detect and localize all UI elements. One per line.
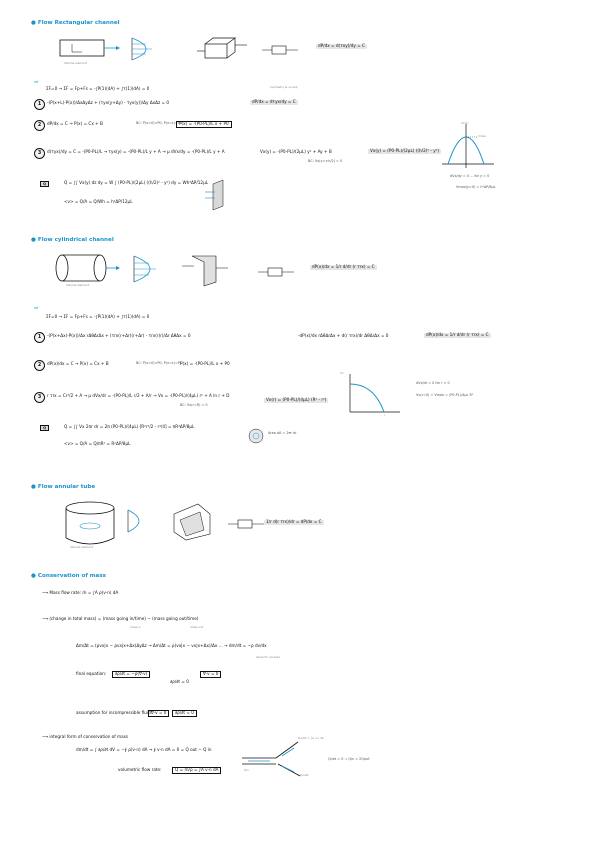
cyl-v-equation: <v> = Q/A = Q/πR² = R²ΔP/8μL [64,441,131,446]
rect-plot-label: Vx(y) [461,121,469,125]
cyl-side-vmax: Vx(r=0) = Vmax = (P0-PL)/4μL R² [416,393,474,397]
cyl-step1: -(P(x+Δx)-P(x))/Δx rΔθΔrΔx + (τrx(r+Δr)(… [47,333,191,338]
slit-governing-equation: 1/r d(r τrx)/dr = dP/dx = C [264,519,324,525]
rect-side-note: dVx/dy = 0 ... for y = 0 [450,174,490,178]
mass-branch-out2: Qout2 [300,773,309,777]
cyl-channel-diagram [55,254,120,282]
mass-eq1: Δm/Δt = (ρvx|x − ρvx|x+Δx)ΔyΔz → Δm/Δt =… [76,643,267,648]
mass-branch-diagram [242,741,301,777]
slit-stress-element [228,519,264,529]
rect-element-cube [197,37,247,59]
rect-plot-vmax: Vmax [478,134,487,138]
rect-step3: d(τyx)/dy = C = -(P0-PL)/L → τyx(y) = -(… [47,149,225,154]
mass-out-label: mass out [190,625,203,629]
cyl-step2-result: P(x) = -(P0-PL)/L x + P0 [180,361,230,366]
cyl-step2: dP(x)/dx = C → P(x) = Cx + B [47,361,109,366]
section-title-mass: ●Conservation of mass [31,573,106,579]
mass-branch-equation: Qnet = 0 ⇒ Qin = ΣQout [328,757,370,761]
rect-volume-label: Volume element [64,61,87,65]
rect-q-equation: Q = ∫∫ Vx(y) dz dy = W ∫ (P0-PL)/(2μL) (… [64,180,209,185]
rect-step3-number: 3 [34,148,45,159]
bullet-icon: ● [31,484,36,490]
rect-step0-tag: ref [34,80,39,84]
rect-step1-result: dP/dx = dτyx/dy = C [250,99,298,105]
mass-volumetric-label: volumetric flow rate: [118,767,162,772]
rect-velocity-profile [131,37,152,61]
slit-cylinder-diagram [65,501,115,545]
mass-final-mid: ∂ρ/∂t = 0 [170,679,189,684]
cyl-stress-element [258,267,294,277]
rect-side-vmax: Vmax(y=0) = h²ΔP/8μL [456,185,496,189]
mass-branch-in: Qin [244,768,249,772]
cyl-velocity-profile [133,255,156,283]
slit-element-diagram [173,503,211,541]
rect-step2-bc: BC: P(x=0)=P0, P(x=L)=PL [136,121,182,125]
slit-volume-label: Volume element [70,545,93,549]
mass-final-equation: ∂ρ/∂t = −ρ(∇·v) [112,671,151,678]
rect-stress-element [262,45,298,55]
cyl-flow-area-icon [248,428,264,444]
bullet-icon: ● [31,20,36,26]
rect-step2: dP/dx = C → P(x) = Cx + B [47,121,103,126]
rect-governing-equation: dP/dx = d(τxy)/dy = C [316,43,367,49]
rect-step1: -(P(x+L)-P(x))/ΔxΔyΔz + (τyx(y+Δy) - τyx… [47,100,170,105]
mass-incompressible-label: assumption for incompressible fluid: [76,710,153,715]
cyl-step1-result: dP(x)/dx = 1/r d/dr (r τrx) = C [424,332,491,338]
rect-step0: ΣF=0 → ΣF = Fp+Fs = -∫P(1)(dA) + ∫τ(1)(d… [46,86,150,91]
rect-channel-diagram [59,39,120,57]
rect-flow-plane-icon [205,179,224,211]
rect-step3-mid: Vx(y) = -(P0-PL)/(2μL) y² + Ay + B [260,149,332,154]
cyl-step3-result: Vx(r) = (P0-PL)/(4μL) (R² - r²) [264,397,329,403]
mass-flow-rate: ⟶ Mass flow rate: ṁ = ∫A ρ(v·n) dA [42,590,119,595]
section-title-slit: ●Flow annular tube [31,484,96,490]
bullet-icon: ● [31,237,36,243]
rect-step3-bc: BC: Vx(y=±h/2) = 0 [308,159,343,163]
rect-step2-result: P(x) = -(P0-PL)/L x + P0 [176,121,232,128]
section-title-cyl: ●Flow cylindrical channel [31,237,114,243]
cyl-plot-y: Vx [340,371,344,375]
mass-eq1-note: same for all axes [256,655,280,659]
cyl-velocity-plot [349,374,400,413]
cyl-step1-number: 1 [34,332,45,343]
cyl-q-label: Q [40,425,50,431]
rect-step2-number: 2 [34,120,45,131]
rect-q-label: Q [40,181,50,187]
rect-step1-number: 1 [34,99,45,110]
mass-volumetric-equation: Q = ṁ/ρ = ∫A v·n dA [172,767,222,774]
rect-note: symmetry & no-slip [270,85,298,89]
cyl-volume-label: Volume element [66,283,89,287]
mass-final-result: ∇·v = 0 [200,671,222,678]
cyl-step2-bc: BC: P(x=0)=P0, P(x=L)=PL [136,361,182,365]
cyl-step2-number: 2 [34,360,45,371]
cyl-step0: ΣF=0 → ΣF = Fp+Fs = -∫P(1)(dA) + ∫τ(1)(d… [46,314,150,319]
mass-integral-label: ⟶ integral form of conservation of mass [42,734,129,739]
cyl-step1-mid: -dP(x)/dx rΔθΔrΔx + d(r τrx)/dr ΔθΔrΔx =… [298,333,389,338]
section-title-rect: ●Flow Rectangular channel [31,20,120,26]
bullet-icon: ● [31,573,36,579]
mass-balance-statement: ⟶ (change in total mass) = (mass going i… [42,616,199,621]
cyl-governing-equation: dP(x)/dx = 1/r d/dr (r τrx) = C [310,264,377,270]
mass-in-label: mass in [130,625,141,629]
rect-step3-result: Vx(y) = (P0-PL)/(2μL) ((h/2)² - y²) [368,148,442,154]
mass-final-label: final equation: [76,671,107,676]
cyl-plot-x: r [384,413,386,417]
mass-integral-equation: dm/dt = ∫ ∂ρ/∂t dV = −∮ ρ(v·n) dA → ∮ v·… [76,747,212,752]
rect-velocity-plot [442,124,494,168]
cyl-step3-number: 3 [34,392,45,403]
cyl-q-equation: Q = ∫∫ Vx 2πr dr = 2π (P0-PL)/(4μL) [R²r… [64,424,195,429]
cyl-step0-tag: ref [34,306,39,310]
mass-incompressible-2: ∂ρ/∂t = 0 [172,710,197,717]
cyl-step3: r τrx = Cr²/2 + A → μ dVx/dr = -(P0-PL)/… [47,393,230,398]
mass-incompressible-1: ∇·v = 0 [148,710,170,717]
cyl-side-note: dVx/dr = 0 for r = 0 [416,381,450,385]
cyl-note-area: Area dA = 2πr dr [268,431,297,435]
cyl-element-diagram [182,255,228,287]
cyl-step3-bc: BC: Vx(r=R) = 0 [180,403,208,407]
slit-velocity-profile [127,509,140,533]
mass-branch-out1: Qout1 = ∫A v·n dA [298,736,324,740]
rect-v-equation: <v> = Q/A = Q/Wh = h²ΔP/12μL [64,199,133,204]
